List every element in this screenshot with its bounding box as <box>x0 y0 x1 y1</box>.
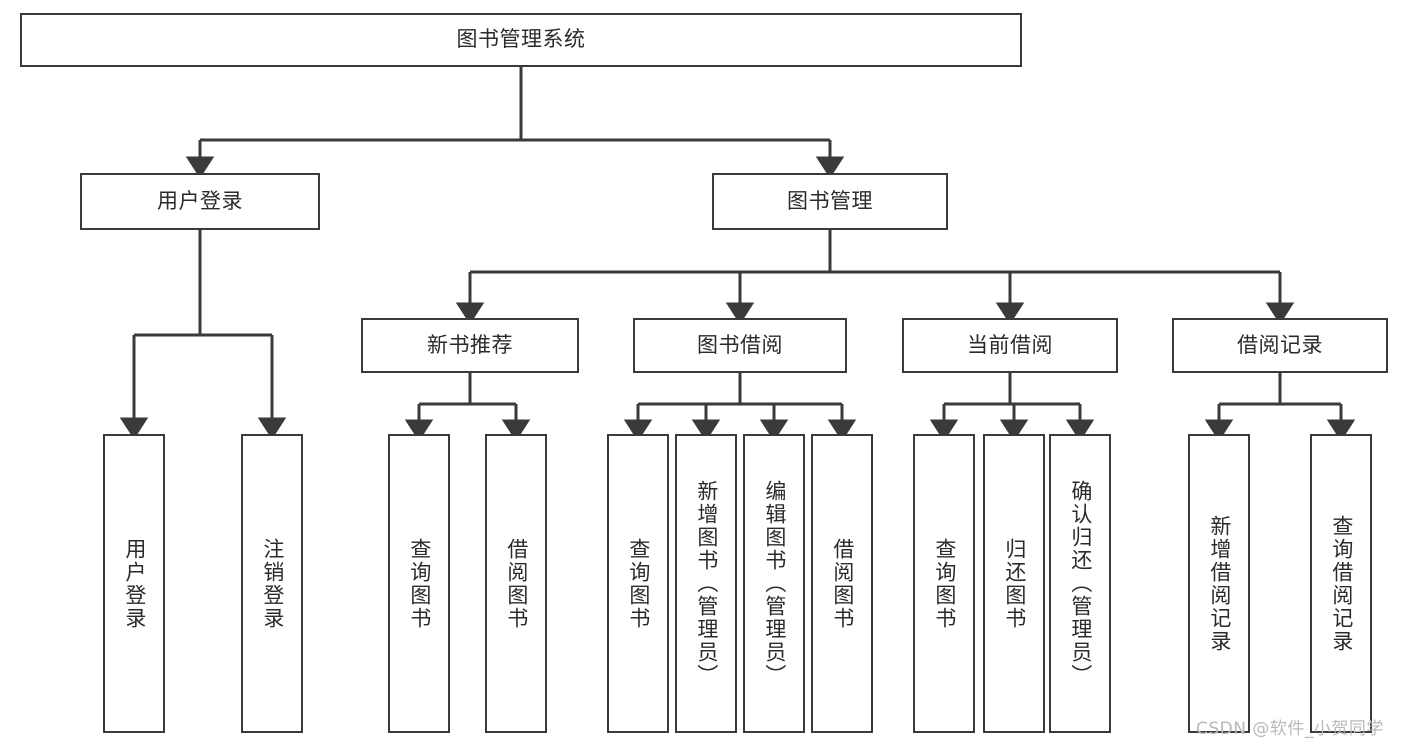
node-leaf-confirm-return-label: 确认归还（管理员） <box>1068 480 1093 687</box>
node-leaf-query-book-current[interactable]: 查询图书 <box>913 434 975 733</box>
node-leaf-user-login-label: 用户登录 <box>122 537 147 630</box>
node-leaf-return-book-label: 归还图书 <box>1002 537 1027 630</box>
node-leaf-query-book-recommend[interactable]: 查询图书 <box>388 434 450 733</box>
node-leaf-logout-label: 注销登录 <box>260 537 285 630</box>
node-user-login-label: 用户登录 <box>157 188 243 213</box>
node-leaf-logout[interactable]: 注销登录 <box>241 434 303 733</box>
node-current-borrow-label: 当前借阅 <box>967 332 1053 357</box>
node-borrow-records-label: 借阅记录 <box>1237 332 1323 357</box>
node-leaf-confirm-return[interactable]: 确认归还（管理员） <box>1049 434 1111 733</box>
node-leaf-add-book[interactable]: 新增图书（管理员） <box>675 434 737 733</box>
node-leaf-query-book-borrow[interactable]: 查询图书 <box>607 434 669 733</box>
node-user-login[interactable]: 用户登录 <box>80 173 320 230</box>
node-leaf-return-book[interactable]: 归还图书 <box>983 434 1045 733</box>
node-leaf-user-login[interactable]: 用户登录 <box>103 434 165 733</box>
node-book-borrow[interactable]: 图书借阅 <box>633 318 847 373</box>
node-new-book-recommend[interactable]: 新书推荐 <box>361 318 579 373</box>
node-leaf-add-borrow-record[interactable]: 新增借阅记录 <box>1188 434 1250 733</box>
node-leaf-edit-book[interactable]: 编辑图书（管理员） <box>743 434 805 733</box>
node-book-borrow-label: 图书借阅 <box>697 332 783 357</box>
node-book-management[interactable]: 图书管理 <box>712 173 948 230</box>
node-leaf-query-book-borrow-label: 查询图书 <box>626 537 651 630</box>
csdn-watermark: CSDN @软件_小贺同学 <box>1196 719 1384 739</box>
node-leaf-borrow-book-recommend-label: 借阅图书 <box>504 537 529 630</box>
node-leaf-edit-book-label: 编辑图书（管理员） <box>762 480 787 687</box>
node-leaf-borrow-book-recommend[interactable]: 借阅图书 <box>485 434 547 733</box>
node-leaf-query-book-recommend-label: 查询图书 <box>407 537 432 630</box>
node-leaf-add-book-label: 新增图书（管理员） <box>694 480 719 687</box>
node-new-book-recommend-label: 新书推荐 <box>427 332 513 357</box>
node-leaf-query-borrow-record-label: 查询借阅记录 <box>1329 514 1354 653</box>
node-root[interactable]: 图书管理系统 <box>20 13 1022 67</box>
node-book-management-label: 图书管理 <box>787 188 873 213</box>
node-borrow-records[interactable]: 借阅记录 <box>1172 318 1388 373</box>
node-leaf-borrow-book[interactable]: 借阅图书 <box>811 434 873 733</box>
node-leaf-borrow-book-label: 借阅图书 <box>830 537 855 630</box>
node-current-borrow[interactable]: 当前借阅 <box>902 318 1118 373</box>
node-leaf-add-borrow-record-label: 新增借阅记录 <box>1207 514 1232 653</box>
node-leaf-query-book-current-label: 查询图书 <box>932 537 957 630</box>
node-root-label: 图书管理系统 <box>456 27 586 52</box>
node-leaf-query-borrow-record[interactable]: 查询借阅记录 <box>1310 434 1372 733</box>
